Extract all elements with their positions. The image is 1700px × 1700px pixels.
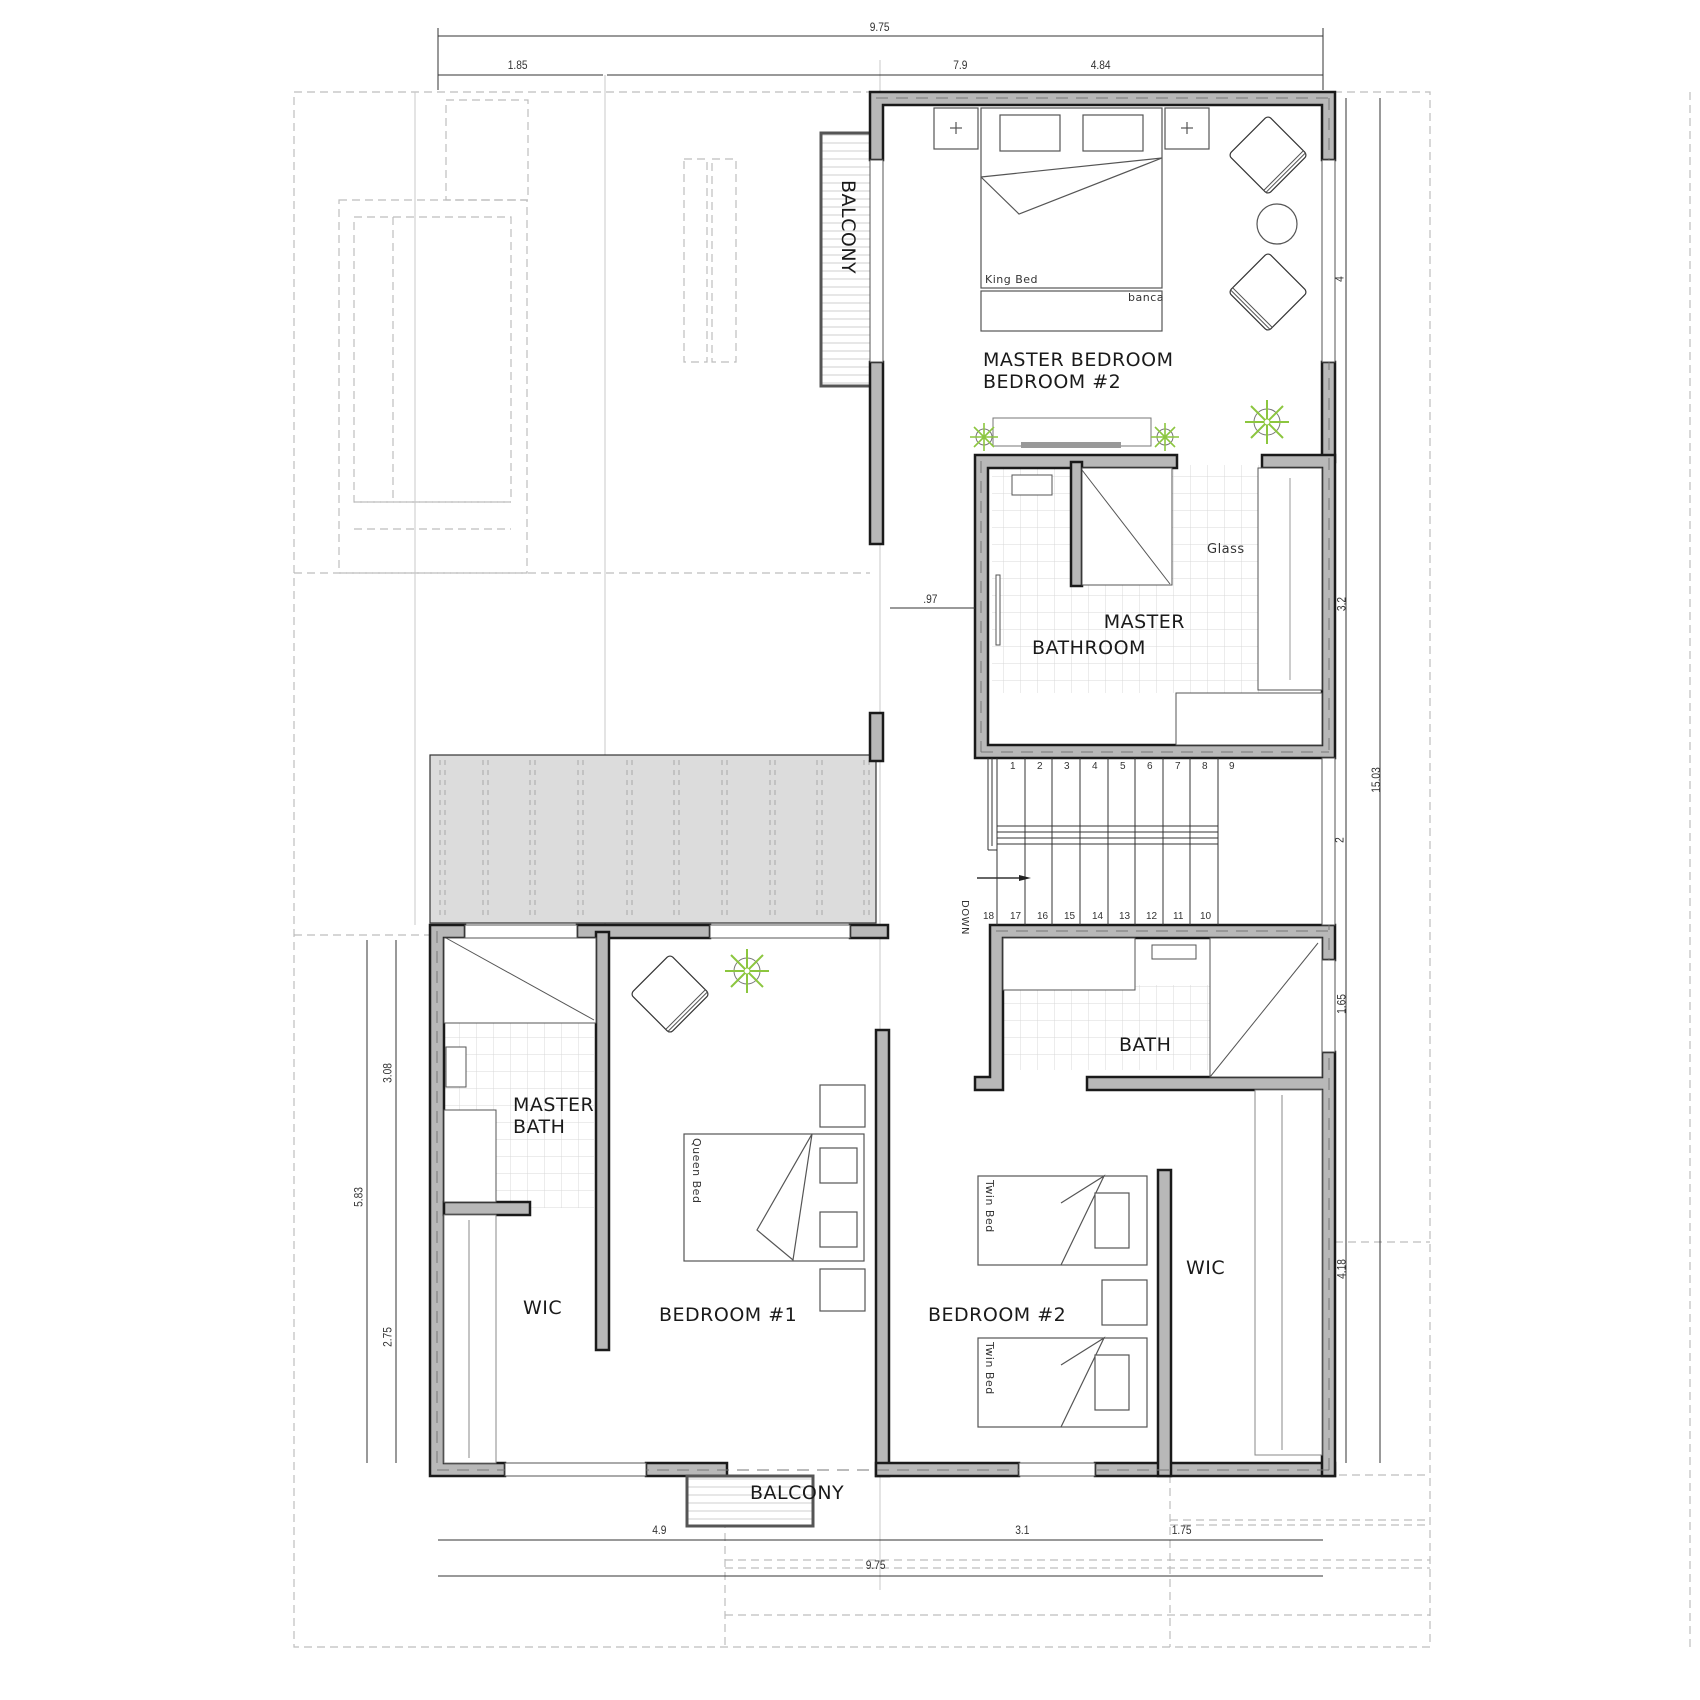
wic-right-closet <box>1254 1089 1323 1456</box>
wic-left-label: WIC <box>523 1297 563 1319</box>
covered-roof <box>429 754 877 924</box>
stair-number: 8 <box>1202 761 1208 772</box>
dim-bottom-seg-2: 3.1 <box>1015 1523 1030 1537</box>
stair-number: 4 <box>1092 761 1098 772</box>
dim-right-total: 15.03 <box>1369 767 1384 793</box>
banca-label: banca <box>1128 291 1164 304</box>
bedroom2-furniture <box>977 1174 1148 1428</box>
queen-bed-label: Queen Bed <box>690 1138 703 1204</box>
stair-number: 12 <box>1146 911 1158 922</box>
room-label-line: MASTER <box>1103 611 1185 633</box>
stair-number: 1 <box>1010 761 1016 772</box>
dimension-lines <box>366 28 1381 1577</box>
stair-number: 5 <box>1120 761 1126 772</box>
stair-number: 6 <box>1147 761 1153 772</box>
stair-number: 17 <box>1010 911 1022 922</box>
glass-label: Glass <box>1207 542 1245 557</box>
master-bath-label: MASTER BATH <box>513 1094 595 1139</box>
dim-bottom-seg-3: 1.75 <box>1171 1523 1192 1537</box>
dim-top-mid: 7.9 <box>953 58 968 72</box>
stairs-down-label: DOWN <box>959 900 970 935</box>
stair-number: 15 <box>1064 911 1076 922</box>
balcony-bottom-label: BALCONY <box>750 1482 845 1504</box>
stair-number: 9 <box>1229 761 1235 772</box>
stair-number: 2 <box>1037 761 1043 772</box>
bath-fixtures <box>1002 937 1323 1078</box>
stair-number: 16 <box>1037 911 1049 922</box>
bedroom1-furniture <box>683 1084 866 1312</box>
stair-number: 7 <box>1175 761 1181 772</box>
windows <box>464 159 1336 1477</box>
stairs <box>977 758 1219 925</box>
stair-number: 14 <box>1092 911 1104 922</box>
dim-corridor: .97 <box>923 592 938 606</box>
stair-number: 10 <box>1200 911 1212 922</box>
master-bath-fixtures <box>443 937 597 1203</box>
room-label-line: MASTER BEDROOM <box>983 349 1174 371</box>
dim-right-seg-5: 4.18 <box>1334 1259 1349 1279</box>
dim-right-seg-1: 4 <box>1332 276 1347 282</box>
dim-right-seg-3: 2 <box>1332 837 1347 843</box>
balcony-bottom-shape <box>685 1474 815 1528</box>
stair-number: 3 <box>1064 761 1070 772</box>
context-dashed-lines <box>293 91 1691 1648</box>
bath-tile <box>1001 985 1211 1070</box>
dim-left-seg-2: 2.75 <box>380 1327 395 1347</box>
room-label-line: BATH <box>513 1115 566 1138</box>
master-bedroom-label: MASTER BEDROOM BEDROOM #2 <box>983 349 1174 394</box>
twin-bed-1-label: Twin Bed <box>983 1180 996 1233</box>
dim-right-seg-4: 1.65 <box>1334 994 1349 1014</box>
stair-number: 13 <box>1119 911 1131 922</box>
dim-top-total: 9.75 <box>869 20 890 34</box>
wic-left-closet <box>443 1214 497 1464</box>
balcony-top-shape <box>819 131 876 388</box>
master-bedroom-furniture <box>933 107 1298 332</box>
dim-right-seg-2: 3.2 <box>1334 596 1349 612</box>
stair-number: 11 <box>1173 911 1184 922</box>
bath-label: BATH <box>1119 1034 1172 1056</box>
master-bathroom-label-2: BATHROOM <box>1032 637 1146 659</box>
king-bed-label: King Bed <box>985 273 1039 286</box>
room-label-line: BEDROOM #2 <box>983 370 1122 393</box>
bedroom2-label: BEDROOM #2 <box>928 1304 1067 1326</box>
dim-top-right: 4.84 <box>1090 58 1111 72</box>
master-bathroom-label: MASTER <box>1090 611 1185 634</box>
dim-left-seg-1: 3.08 <box>380 1063 395 1083</box>
dim-left-total: 5.83 <box>351 1187 366 1207</box>
balcony-top-label: BALCONY <box>837 180 859 275</box>
dim-top-left: 1.85 <box>507 58 528 72</box>
wic-right-label: WIC <box>1186 1257 1226 1279</box>
twin-bed-2-label: Twin Bed <box>983 1342 996 1395</box>
stair-number: 18 <box>983 911 995 922</box>
bedroom1-label: BEDROOM #1 <box>659 1304 798 1326</box>
room-label-line: MASTER <box>513 1094 595 1116</box>
dim-bottom-seg-1: 4.9 <box>652 1523 667 1537</box>
dim-bottom-total: 9.75 <box>865 1558 886 1572</box>
